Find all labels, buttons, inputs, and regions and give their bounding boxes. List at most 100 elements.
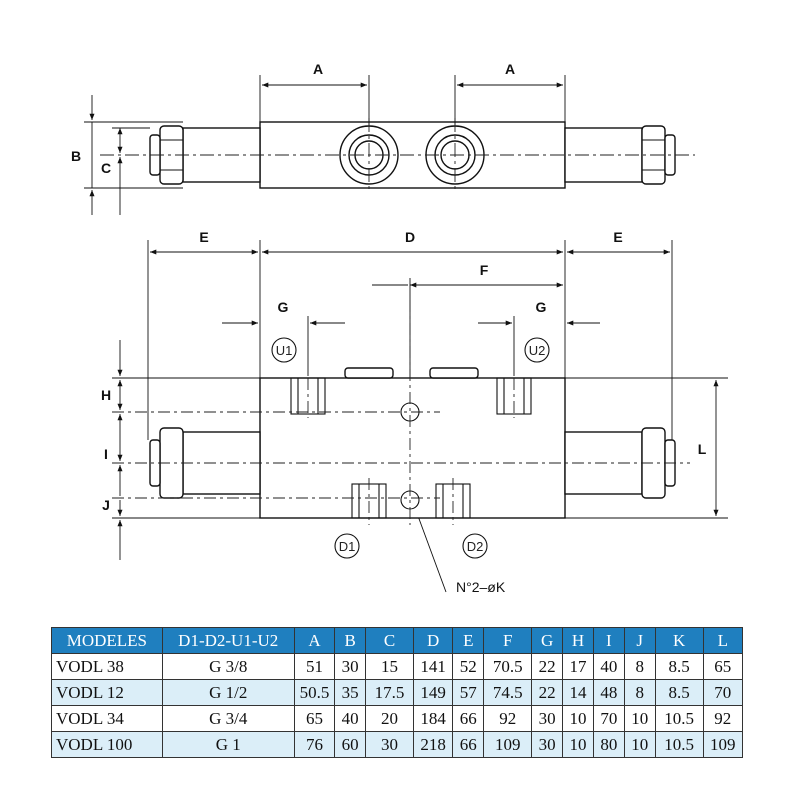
header-cell: E: [452, 627, 485, 654]
table-cell: 60: [334, 731, 367, 758]
table-cell: 109: [702, 731, 744, 758]
top-fitting-details: [160, 139, 665, 171]
port-label-d2: D2: [467, 539, 484, 554]
table-cell: 10.5: [654, 705, 704, 732]
table-cell: 8: [623, 679, 656, 706]
header-cell: D: [412, 627, 454, 654]
dim-label-g-right: G: [536, 299, 547, 315]
table-cell: 10: [623, 731, 656, 758]
port-marker-circles: [271, 337, 550, 559]
table-cell: 35: [334, 679, 367, 706]
header-cell: H: [562, 627, 594, 654]
table-cell: 70: [592, 705, 625, 732]
header-cell: G: [531, 627, 564, 654]
header-cell: MODELES: [51, 627, 163, 654]
top-centerlines: [100, 118, 695, 192]
front-view: U1 U2 D1 D2 E D E F G G H I J L N°2–øK: [101, 229, 728, 595]
table-cell: 65: [702, 653, 744, 680]
table-cell: VODL 12: [51, 679, 163, 706]
header-cell: D1-D2-U1-U2: [161, 627, 295, 654]
table-cell: 30: [531, 705, 564, 732]
table-cell: 50.5: [293, 679, 336, 706]
dim-label-f: F: [480, 262, 489, 278]
table-row: VODL 12 G 1/2 50.5 35 17.5 149 57 74.5 2…: [51, 679, 744, 706]
table-cell: 66: [452, 731, 485, 758]
table-cell: 10.5: [654, 731, 704, 758]
table-cell: 40: [334, 705, 367, 732]
table-cell: 51: [293, 653, 336, 680]
hole-note: N°2–øK: [456, 579, 506, 595]
technical-drawing: A A B C: [71, 61, 728, 595]
table-cell: 74.5: [483, 679, 533, 706]
port-label-d1: D1: [339, 539, 356, 554]
header-cell: B: [334, 627, 367, 654]
table-cell: G 1/2: [161, 679, 295, 706]
table-cell: 109: [483, 731, 533, 758]
header-cell: K: [654, 627, 704, 654]
table-cell: 48: [592, 679, 625, 706]
table-header-row: MODELES D1-D2-U1-U2 A B C D E F G H I J …: [51, 627, 744, 654]
table-cell: 218: [412, 731, 454, 758]
table-cell: 17.5: [365, 679, 414, 706]
dim-label-d: D: [405, 229, 415, 245]
front-centerlines: [112, 300, 690, 525]
table-cell: 52: [452, 653, 485, 680]
table-cell: 141: [412, 653, 454, 680]
table-cell: 92: [702, 705, 744, 732]
table-cell: 57: [452, 679, 485, 706]
table-cell: 76: [293, 731, 336, 758]
table-cell: 22: [531, 679, 564, 706]
table-cell: VODL 38: [51, 653, 163, 680]
dim-label-h: H: [101, 387, 111, 403]
table-cell: 10: [562, 705, 594, 732]
table-cell: VODL 34: [51, 705, 163, 732]
table-cell: 20: [365, 705, 414, 732]
table-cell: 8.5: [654, 679, 704, 706]
dim-label-c: C: [101, 160, 111, 176]
port-label-u1: U1: [276, 343, 293, 358]
dim-label-b: B: [71, 148, 81, 164]
table-cell: 80: [592, 731, 625, 758]
table-cell: G 1: [161, 731, 295, 758]
table-row: VODL 38 G 3/8 51 30 15 141 52 70.5 22 17…: [51, 653, 744, 680]
table-cell: 184: [412, 705, 454, 732]
specs-table: MODELES D1-D2-U1-U2 A B C D E F G H I J …: [51, 627, 744, 758]
table-cell: 70.5: [483, 653, 533, 680]
front-dimension-lines: [112, 240, 728, 593]
table-cell: 10: [623, 705, 656, 732]
table-cell: 10: [562, 731, 594, 758]
table-cell: 17: [562, 653, 594, 680]
table-cell: 30: [531, 731, 564, 758]
table-cell: 15: [365, 653, 414, 680]
table-cell: G 3/8: [161, 653, 295, 680]
table-cell: G 3/4: [161, 705, 295, 732]
table-cell: 65: [293, 705, 336, 732]
table-cell: 40: [592, 653, 625, 680]
header-cell: C: [365, 627, 414, 654]
header-cell: A: [293, 627, 336, 654]
table-cell: VODL 100: [51, 731, 163, 758]
dim-label-j: J: [102, 497, 110, 513]
table-cell: 8.5: [654, 653, 704, 680]
port-label-u2: U2: [529, 343, 546, 358]
table-cell: 30: [334, 653, 367, 680]
top-view: A A B C: [71, 61, 695, 215]
table-row: VODL 100 G 1 76 60 30 218 66 109 30 10 8…: [51, 731, 744, 758]
header-cell: I: [592, 627, 625, 654]
dim-label-e-right: E: [613, 229, 622, 245]
header-cell: J: [623, 627, 656, 654]
header-cell: F: [483, 627, 533, 654]
header-cell: L: [702, 627, 744, 654]
table-cell: 22: [531, 653, 564, 680]
table-cell: 66: [452, 705, 485, 732]
dim-label-a-right: A: [505, 61, 515, 77]
table-row: VODL 34 G 3/4 65 40 20 184 66 92 30 10 7…: [51, 705, 744, 732]
dim-label-l: L: [698, 441, 707, 457]
dim-label-e-left: E: [199, 229, 208, 245]
table-cell: 30: [365, 731, 414, 758]
table-cell: 149: [412, 679, 454, 706]
dim-label-i: I: [104, 446, 108, 462]
dim-label-g-left: G: [278, 299, 289, 315]
table-cell: 70: [702, 679, 744, 706]
table-cell: 92: [483, 705, 533, 732]
